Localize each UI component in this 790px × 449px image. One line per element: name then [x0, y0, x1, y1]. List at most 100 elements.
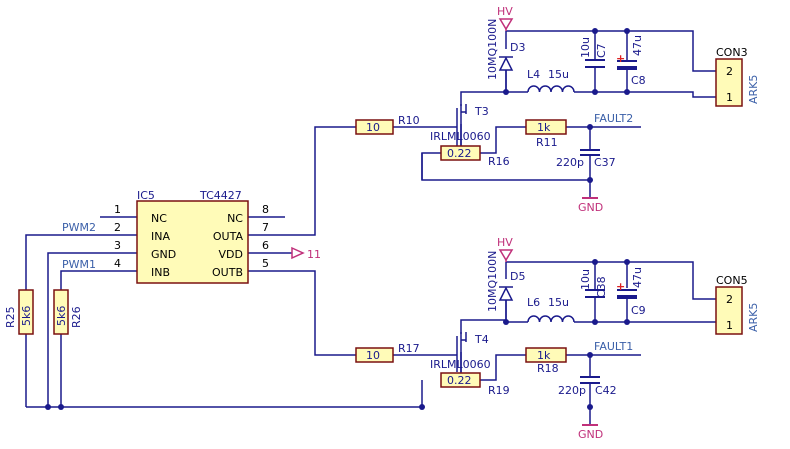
- net-fault2: FAULT2: [594, 112, 633, 125]
- ic5-pin-num: 6: [262, 239, 269, 252]
- d5-diode: [498, 286, 514, 301]
- hv-icon: [498, 18, 514, 31]
- c9-value: 47u: [631, 267, 644, 288]
- r18-resistor: 1k R18: [525, 347, 567, 375]
- ic5-pin-name: GND: [151, 248, 176, 261]
- c37-value: 220p: [556, 156, 584, 169]
- con3-pin: 1: [726, 91, 733, 104]
- c7-capacitor: [585, 59, 605, 68]
- r11-resistor: 1k R11: [525, 119, 567, 149]
- r25-value: 5k6: [20, 306, 33, 326]
- d3-value: 10MQ100N: [486, 19, 499, 80]
- r11-ref: R11: [536, 136, 558, 149]
- ic5-pin-num: 4: [114, 257, 121, 270]
- r10-resistor: 10 R10: [355, 114, 420, 135]
- con5-value: ARK5: [747, 303, 760, 332]
- ic5-pin-name: INA: [151, 230, 170, 243]
- ic5-pin-name: NC: [151, 212, 167, 225]
- t3-ref: T3: [474, 105, 489, 118]
- d3-diode: [498, 56, 514, 71]
- net-pwm1: PWM1: [62, 258, 96, 271]
- t4-ref: T4: [474, 333, 489, 346]
- c42-ref: C42: [595, 384, 617, 397]
- net-gnd: GND: [578, 428, 603, 441]
- t4-value: IRLML0060: [430, 358, 491, 371]
- r16-ref: R16: [488, 155, 510, 168]
- ic5-pin-name: OUTB: [212, 266, 243, 279]
- con5-pin: 2: [726, 293, 733, 306]
- ic5-pin-num: 8: [262, 203, 269, 216]
- con5-pin: 1: [726, 319, 733, 332]
- d3-ref: D3: [510, 41, 525, 54]
- ic5-pin-num: 1: [114, 203, 121, 216]
- c42-value: 220p: [558, 384, 586, 397]
- ic5-pin-num: 3: [114, 239, 121, 252]
- ic5-chip: IC5 TC4427 1 2 3 4 NC INA GND INB 8 7 6 …: [114, 189, 269, 284]
- net-pwm2: PWM2: [62, 221, 96, 234]
- con3-ref: CON3: [716, 46, 748, 59]
- r26-value: 5k6: [55, 306, 68, 326]
- junctions: [45, 28, 630, 410]
- r10-value: 10: [366, 121, 380, 134]
- net-vdd-port: 11: [307, 248, 321, 261]
- c37-capacitor: [580, 149, 600, 156]
- vdd-port-icon: [291, 246, 305, 260]
- l6-inductor: [527, 315, 575, 323]
- ic5-pin-name: INB: [151, 266, 170, 279]
- r10-ref: R10: [398, 114, 420, 127]
- c7-ref: C7: [595, 43, 608, 58]
- polarity-icon: +: [616, 52, 625, 65]
- r25-ref: R25: [4, 306, 17, 328]
- net-fault1: FAULT1: [594, 340, 633, 353]
- ic5-pin-num: 2: [114, 221, 121, 234]
- r16-value: 0.22: [447, 147, 472, 160]
- con3-value: ARK5: [747, 75, 760, 104]
- c42-capacitor: [580, 376, 600, 384]
- d5-value: 10MQ100N: [486, 251, 499, 312]
- net-gnd: GND: [578, 201, 603, 214]
- ic5-pin-name: NC: [227, 212, 243, 225]
- ic5-pin-num: 7: [262, 221, 269, 234]
- r19-value: 0.22: [447, 374, 472, 387]
- r17-value: 10: [366, 349, 380, 362]
- d5-ref: D5: [510, 270, 525, 283]
- t3-mosfet: [456, 104, 467, 146]
- con3-connector: 2 1: [715, 58, 743, 107]
- c38-capacitor: [585, 289, 605, 298]
- c8-capacitor: +: [616, 52, 637, 70]
- l4-inductor: [527, 85, 575, 93]
- c9-ref: C9: [631, 304, 646, 317]
- ic5-ref: IC5: [137, 189, 155, 202]
- r26-resistor: 5k6 R26: [53, 289, 83, 335]
- c8-ref: C8: [631, 74, 646, 87]
- t4-mosfet: [456, 332, 467, 372]
- ic5-pin-name: OUTA: [213, 230, 244, 243]
- hv-icon: [498, 249, 514, 262]
- r17-resistor: 10 R17: [355, 342, 420, 363]
- r19-resistor: 0.22 R19: [440, 372, 510, 397]
- ic5-value: TC4427: [199, 189, 242, 202]
- r18-ref: R18: [537, 362, 559, 375]
- r25-resistor: 5k6 R25: [4, 289, 34, 335]
- r19-ref: R19: [488, 384, 510, 397]
- con3-pin: 2: [726, 65, 733, 78]
- polarity-icon: +: [616, 280, 625, 293]
- t3-value: IRLML0060: [430, 130, 491, 143]
- r18-value: 1k: [537, 349, 551, 362]
- r16-resistor: 0.22 R16: [440, 145, 510, 168]
- c38-ref: C38: [595, 276, 608, 298]
- l4-ref: L4: [527, 68, 540, 81]
- con5-connector: 2 1: [715, 286, 743, 335]
- c7-value: 10u: [579, 37, 592, 58]
- ic5-pin-num: 5: [262, 257, 269, 270]
- net-hv: HV: [497, 236, 513, 249]
- l6-ref: L6: [527, 296, 540, 309]
- r17-ref: R17: [398, 342, 420, 355]
- wires: [25, 30, 716, 425]
- c8-value: 47u: [631, 35, 644, 56]
- r26-ref: R26: [70, 306, 83, 328]
- l6-value: 15u: [548, 296, 569, 309]
- r11-value: 1k: [537, 121, 551, 134]
- ic5-pin-name: VDD: [219, 248, 243, 261]
